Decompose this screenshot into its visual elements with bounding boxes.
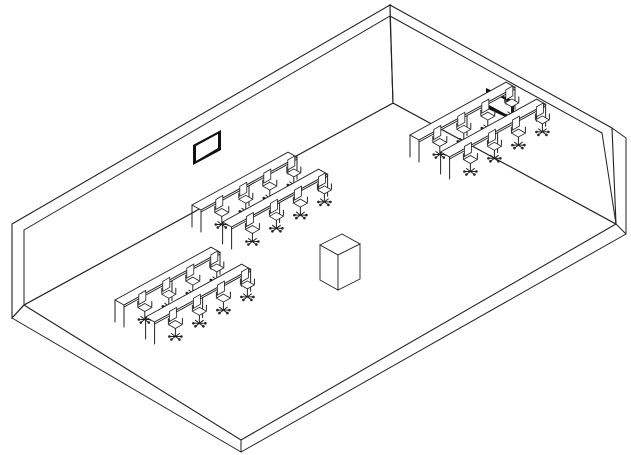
group-front-chair-2-3: [215, 280, 232, 315]
group-right-chair-2-4: [534, 102, 551, 137]
group-front-chair-2-2: [191, 293, 208, 328]
room-shell: [11, 4, 627, 453]
group-front-desk-1: [114, 246, 221, 328]
inner-back-corner: [389, 15, 394, 104]
group-left-chair-2-2: [268, 198, 285, 233]
group-left-chair-2-3: [292, 185, 309, 220]
corner-edge-left: [11, 304, 25, 319]
group-right-desk-1: [409, 81, 516, 163]
group-left-chair-2-1: [244, 211, 261, 246]
desk-groups: [114, 81, 551, 345]
group-left-chair-2-4: [316, 172, 333, 207]
group-front-chair-2-1: [167, 306, 184, 341]
group-right-chair-2-3: [510, 115, 527, 150]
group-front-chair-2-4: [239, 267, 256, 302]
inner-right-edge: [601, 132, 617, 225]
podium: [319, 233, 361, 291]
left-wall-edge: [11, 223, 242, 453]
right-wall-edge: [240, 127, 627, 453]
group-right-chair-2-2: [486, 128, 503, 163]
wall-screen-left: [193, 130, 221, 165]
group-left: [191, 151, 333, 250]
corner-edge: [615, 223, 627, 235]
group-right-chair-2-1: [462, 141, 479, 176]
group-right: [409, 81, 551, 180]
group-front-chair-1-1: [136, 289, 153, 324]
group-front: [114, 246, 256, 345]
